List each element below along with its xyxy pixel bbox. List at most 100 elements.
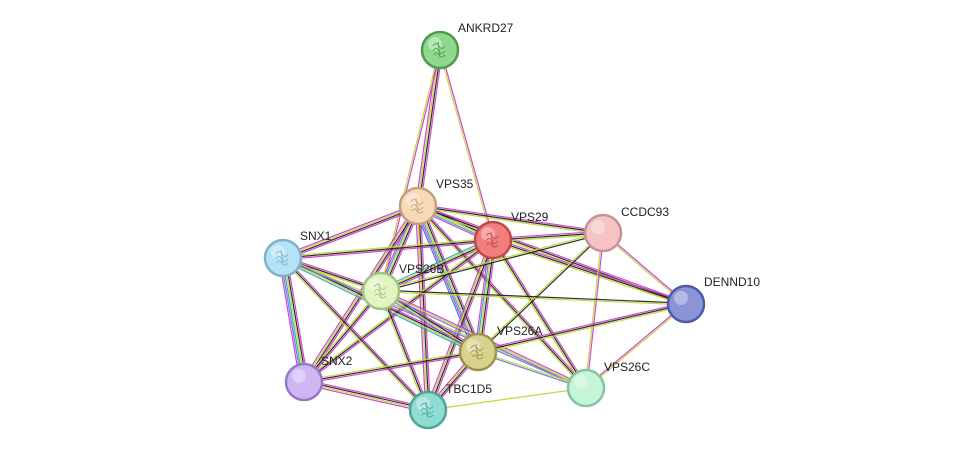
edge-line-text <box>380 231 603 291</box>
edge-vps26b-tbc1d5[interactable] <box>378 290 431 411</box>
edge-vps29-snx1[interactable] <box>282 237 494 261</box>
edge-tbc1d5-vps26c[interactable] <box>427 387 587 411</box>
edge-line-exp <box>381 290 431 410</box>
edge-vps29-vps26c[interactable] <box>491 238 588 390</box>
node-circle[interactable] <box>398 186 438 226</box>
edge-ccdc93-vps26c[interactable] <box>584 232 605 389</box>
protein-structure-icon <box>432 41 446 58</box>
node-circle[interactable] <box>420 30 460 70</box>
edge-vps26b-dennd10[interactable] <box>380 289 687 306</box>
node-label: VPS29 <box>511 210 549 224</box>
edge-line-text <box>478 304 687 355</box>
edge-line-coexp <box>428 240 495 411</box>
edge-ankrd27-vps29[interactable] <box>438 49 495 241</box>
edge-snx2-tbc1d5[interactable] <box>303 379 429 413</box>
node-circle[interactable] <box>566 368 606 408</box>
edge-line-text <box>418 205 480 352</box>
edge-line-homology <box>280 258 303 383</box>
edge-line-exp <box>440 49 495 240</box>
node-highlight <box>574 375 588 389</box>
node-vps26c[interactable]: VPS26C <box>566 360 650 408</box>
node-label: CCDC93 <box>621 205 669 219</box>
edge-line-exp <box>281 203 418 257</box>
edge-line-coexp <box>282 257 429 411</box>
edge-line-text <box>302 205 418 382</box>
edge-line-text <box>281 258 428 412</box>
edge-line-text <box>303 382 428 412</box>
node-circle[interactable] <box>263 238 303 278</box>
edge-line-text <box>380 238 493 291</box>
edge-line-coexp <box>419 204 481 352</box>
edge-vps35-ccdc93[interactable] <box>417 203 604 236</box>
node-tbc1d5[interactable]: TBC1D5 <box>408 382 492 430</box>
edge-line-exp <box>283 256 430 410</box>
node-snx2[interactable]: SNX2 <box>284 354 353 402</box>
node-highlight <box>674 291 688 305</box>
edge-line-text <box>426 239 493 410</box>
edge-vps29-tbc1d5[interactable] <box>425 238 496 412</box>
node-highlight <box>591 220 605 234</box>
node-label: VPS26B <box>399 262 444 276</box>
edge-line-exp <box>425 238 492 410</box>
edge-vps26c-dennd10[interactable] <box>585 302 687 390</box>
edge-line-coexp <box>381 289 687 304</box>
edge-line-db <box>281 258 304 383</box>
node-label: VPS26C <box>604 360 650 374</box>
node-label: SNX1 <box>300 229 332 243</box>
node-snx1[interactable]: SNX1 <box>263 229 332 278</box>
edge-line-exp <box>419 205 431 410</box>
edge-line-db <box>416 206 478 353</box>
node-label: DENND10 <box>704 275 760 289</box>
edge-line-text <box>282 204 418 258</box>
node-dennd10[interactable]: DENND10 <box>666 275 760 324</box>
edge-line-coexp <box>282 239 494 259</box>
node-label: TBC1D5 <box>446 382 492 396</box>
edge-line-coexp <box>478 233 604 354</box>
edge-vps35-snx1[interactable] <box>281 203 420 261</box>
edge-line-coexp <box>284 257 307 382</box>
node-circle[interactable] <box>284 362 324 402</box>
edge-line-text <box>416 49 440 206</box>
edge-line-exp <box>304 291 383 384</box>
node-circle[interactable] <box>408 390 448 430</box>
node-vps35[interactable]: VPS35 <box>398 177 474 226</box>
edge-line-coexp <box>283 206 419 260</box>
edge-line-coexp <box>418 205 430 410</box>
edge-line-exp <box>304 352 479 385</box>
node-circle[interactable] <box>666 284 706 324</box>
protein-structure-icon <box>373 282 387 299</box>
edge-line-exp <box>304 379 429 409</box>
node-circle[interactable] <box>473 220 513 260</box>
edge-line-exp <box>586 233 605 389</box>
edge-line-exp <box>283 240 494 261</box>
edge-vps26a-snx2[interactable] <box>303 349 479 385</box>
edge-vps26b-snx2[interactable] <box>302 289 383 384</box>
edge-ccdc93-vps26b[interactable] <box>380 231 604 293</box>
node-vps26a[interactable]: VPS26A <box>458 324 542 372</box>
edge-line-coexp <box>381 233 604 293</box>
node-circle[interactable] <box>583 213 623 253</box>
node-vps26b[interactable]: VPS26B <box>361 262 444 311</box>
edge-snx1-tbc1d5[interactable] <box>281 256 430 412</box>
edge-line-exp <box>493 238 588 388</box>
edge-line-text <box>427 387 587 411</box>
edge-line-coexp <box>303 351 479 383</box>
edge-ccdc93-vps26a[interactable] <box>477 231 604 354</box>
node-ankrd27[interactable]: ANKRD27 <box>420 21 514 70</box>
edge-line-coexp <box>304 380 429 410</box>
node-circle[interactable] <box>458 332 498 372</box>
edge-snx1-snx2[interactable] <box>278 257 309 383</box>
edge-line-text <box>378 291 428 411</box>
edge-vps26a-dennd10[interactable] <box>477 301 687 355</box>
node-circle[interactable] <box>361 271 401 311</box>
edge-line-exp <box>415 206 477 354</box>
edge-vps35-vps26a[interactable] <box>413 204 483 354</box>
protein-structure-icon <box>410 197 424 214</box>
edge-line-text <box>416 206 428 411</box>
edge-line-exp <box>419 50 443 207</box>
node-vps29[interactable]: VPS29 <box>473 210 549 260</box>
edge-line-coexp <box>303 290 382 383</box>
node-label: VPS35 <box>436 177 474 191</box>
node-ccdc93[interactable]: CCDC93 <box>583 205 669 253</box>
